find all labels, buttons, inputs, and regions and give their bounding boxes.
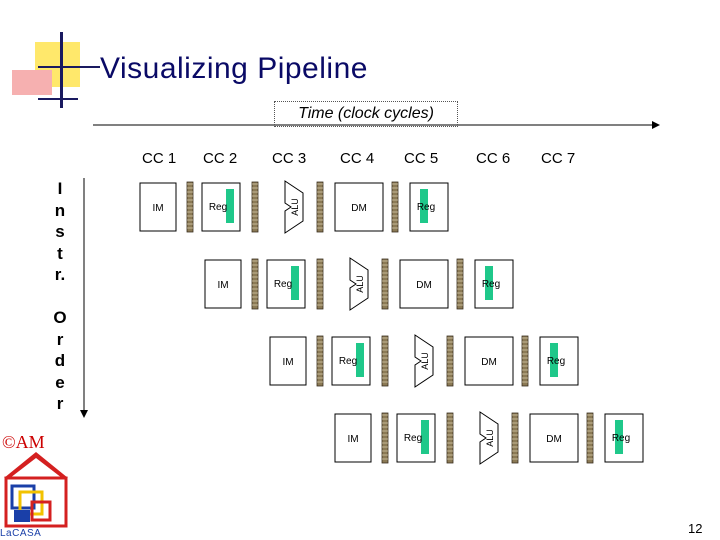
instr-3-alu-label: ALU [420,352,430,370]
cc-label-1: CC 1 [142,150,177,167]
instr-order-letter: I [57,179,63,198]
instr-1-latch-id-ex [251,181,259,233]
instr-2-reg-write-box [474,259,514,309]
instr-3-reg-write-box-highlight [550,343,558,377]
instr-2-reg-read-box-highlight [291,266,299,300]
instr-2-reg-write-box-label: Reg [482,279,500,290]
cc-label-4: CC 4 [340,150,375,167]
instr-4-dm-box-label: DM [546,434,562,445]
instr-order-letter: e [55,372,65,392]
instr-order-letter: n [54,200,66,220]
corner-horizontal-line-bottom [38,98,78,100]
instr-4-latch-if-id [381,412,389,464]
slide-title: Visualizing Pipeline [100,52,368,85]
instr-2-reg-read-box-label: Reg [274,279,292,290]
instr-2-latch-id-ex [316,258,324,310]
instr-3-alu [414,334,434,388]
corner-vertical-line [60,32,63,108]
instr-4-reg-read-box-highlight [421,420,429,454]
instr-4-reg-write-box-label: Reg [612,433,630,444]
instr-1-dm-box [334,182,384,232]
instr-order-letter: s [55,222,65,241]
time-axis-label: Time (clock cycles) [274,101,458,127]
instr-4-reg-read-box-label: Reg [404,433,422,444]
instr-order-label: I n s t r. O r d e r [52,178,68,415]
instr-1-reg-read-box-label: Reg [209,202,227,213]
instr-1-reg-write-box [409,182,449,232]
instr-4-latch-ex-mem [511,412,519,464]
instr-order-letter: t [57,243,63,263]
instr-1-latch-mem-wb [391,181,399,233]
instr-order-letter: r. [54,265,66,284]
cc-label-5: CC 5 [404,150,439,167]
instr-2-dm-box [399,259,449,309]
instr-4-alu-label: ALU [485,429,495,447]
instr-2-latch-mem-wb [456,258,464,310]
instr-3-latch-id-ex [381,335,389,387]
instr-order-letter: d [54,351,66,370]
instr-1-im-box-label: IM [152,203,163,214]
instr-order-letter: O [53,308,67,327]
instr-3-latch-if-id [316,335,324,387]
cc-label-6: CC 6 [476,150,511,167]
lacasa-logo-icon [4,452,68,528]
instr-1-reg-read-box-highlight [226,189,234,223]
instr-4-im-box [334,413,372,463]
instr-3-dm-box-label: DM [481,357,497,368]
instr-1-latch-ex-mem [316,181,324,233]
instr-4-latch-id-ex [446,412,454,464]
cc-label-2: CC 2 [203,150,238,167]
instr-4-dm-box [529,413,579,463]
instr-2-reg-write-box-highlight [485,266,493,300]
instr-4-latch-mem-wb [586,412,594,464]
time-axis-arrowhead [652,121,660,129]
instr-4-reg-write-box-highlight [615,420,623,454]
instr-order-letter: r [56,394,64,413]
am-copyright-mark: ©AM [2,432,45,452]
instr-2-im-box [204,259,242,309]
instr-2-dm-box-label: DM [416,280,432,291]
cc-label-7: CC 7 [541,150,576,167]
instr-3-reg-read-box-highlight [356,343,364,377]
instr-3-im-box-label: IM [282,357,293,368]
instr-3-im-box [269,336,307,386]
instr-3-latch-mem-wb [521,335,529,387]
instr-3-reg-read-box-label: Reg [339,356,357,367]
instr-3-dm-box [464,336,514,386]
cc-label-3: CC 3 [272,150,307,167]
instr-1-im-box [139,182,177,232]
instr-1-alu-label: ALU [290,198,300,216]
instr-1-latch-if-id [186,181,194,233]
instr-3-reg-write-box-label: Reg [547,356,565,367]
lacasa-logo-text: LaCASA [0,528,42,539]
instr-1-dm-box-label: DM [351,203,367,214]
instr-2-alu [349,257,369,311]
corner-pink-square [12,70,52,95]
instr-2-latch-ex-mem [381,258,389,310]
instr-2-alu-label: ALU [355,275,365,293]
instr-2-latch-if-id [251,258,259,310]
instr-axis-arrowhead [80,410,88,418]
page-number: 12 [688,521,703,536]
instr-3-reg-write-box [539,336,579,386]
instr-1-alu [284,180,304,234]
instr-4-im-box-label: IM [347,434,358,445]
instr-1-reg-write-box-highlight [420,189,428,223]
instr-3-latch-ex-mem [446,335,454,387]
instr-4-alu [479,411,499,465]
instr-1-reg-write-box-label: Reg [417,202,435,213]
corner-horizontal-line-top [38,66,100,68]
instr-4-reg-write-box [604,413,644,463]
corner-decoration [0,0,100,110]
instr-order-letter: r [56,329,64,349]
instr-2-im-box-label: IM [217,280,228,291]
